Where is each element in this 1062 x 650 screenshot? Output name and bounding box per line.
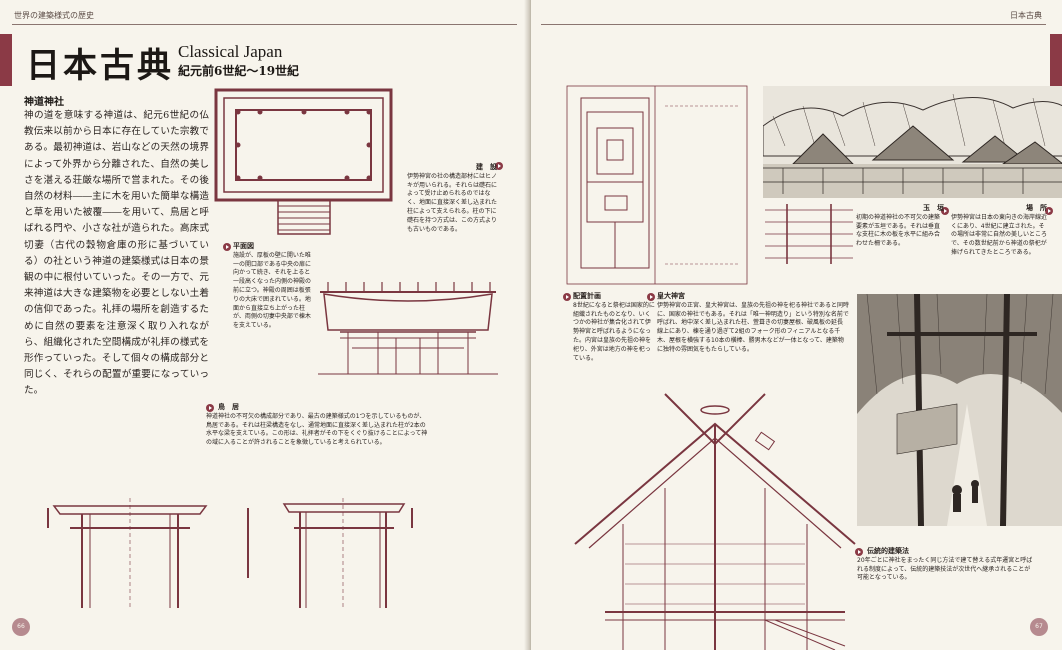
torii-path-illustration bbox=[857, 294, 1062, 526]
caption-floor-plan-title: 平面図 bbox=[233, 242, 254, 250]
pin-marker-icon bbox=[563, 293, 571, 301]
pin-marker-icon bbox=[206, 404, 214, 412]
caption-place-title: 場 所 bbox=[1026, 204, 1047, 212]
shrine-gable-drawing bbox=[574, 393, 856, 650]
caption-ise-text: 伊勢神宮の正宮、皇大神宮は、皇族の先祖の神を祀る神社であると同時に、国家の神社で… bbox=[657, 301, 849, 353]
pin-marker-icon bbox=[647, 293, 655, 301]
header-rule-right bbox=[541, 24, 1046, 25]
pin-marker-icon bbox=[941, 207, 949, 215]
caption-tamagaki: 玉 垣 初期の神道神社の不可欠の建築要素が玉垣である。それは垂直な支柱に木の板を… bbox=[856, 204, 944, 249]
floor-plan-drawing bbox=[214, 88, 393, 235]
pin-marker-icon bbox=[1045, 207, 1053, 215]
chapter-period: 紀元前6世紀〜19世紀 bbox=[178, 64, 300, 78]
chapter-tab-right bbox=[1050, 34, 1062, 86]
shrine-elevation-drawing bbox=[318, 282, 498, 375]
caption-place-text: 伊勢神宮は日本の東向きの海岸線近くにあり、4世紀に建立された。その場所は非常に自… bbox=[951, 213, 1048, 256]
caption-layout-text: 8世紀になると祭祀は国家的に組織されたものとなり、いくつかの神社が集合化されて伊… bbox=[573, 301, 655, 362]
running-head-left: 世界の建築様式の歴史 bbox=[14, 11, 94, 20]
caption-tradition-title: 伝統的建築法 bbox=[867, 547, 909, 555]
body-text: 神の道を意味する神道は、紀元6世紀の仏教伝来以前から日本に存在していた宗教である… bbox=[24, 110, 209, 397]
caption-place: 場 所 伊勢神宮は日本の東向きの海岸線近くにあり、4世紀に建立された。その場所は… bbox=[951, 204, 1047, 258]
caption-torii-title: 鳥 居 bbox=[218, 403, 239, 411]
pin-marker-icon bbox=[495, 162, 503, 170]
running-head-right: 日本古典 bbox=[1010, 11, 1042, 20]
tamagaki-fence-sketch bbox=[765, 204, 853, 264]
caption-floor-plan-text: 施設が、厚板の壁に開いた唯一の開口部である中央の扉に向かって続き、それを上ると一… bbox=[233, 251, 312, 330]
caption-layout-title: 配置計画 bbox=[573, 292, 601, 300]
caption-floor-plan: 平面図 施設が、厚板の壁に開いた唯一の開口部である中央の扉に向かって続き、それを… bbox=[233, 242, 313, 331]
caption-construction: 建 設 伊勢神宮の社の構造部材にはヒノキが用いられる。それらは礎石によって受け止… bbox=[407, 163, 497, 234]
page-number-left: 66 bbox=[12, 618, 30, 636]
caption-tradition: 伝統的建築法 20年ごとに神社をまったく同じ方法で建て替える式年遷宮と呼ばれる制… bbox=[857, 547, 1033, 583]
caption-layout: 配置計画 8世紀になると祭祀は国家的に組織されたものとなり、いくつかの神社が集合… bbox=[573, 292, 655, 363]
pin-marker-icon bbox=[223, 243, 231, 251]
torii-front-drawing bbox=[47, 498, 208, 608]
chapter-title-en: Classical Japan bbox=[178, 42, 283, 61]
pin-marker-icon bbox=[855, 548, 863, 556]
caption-torii: 鳥 居 神道神社の不可欠の構成部分であり、最古の建築様式の1つを示しているものが… bbox=[206, 403, 428, 448]
caption-torii-text: 神道神社の不可欠の構成部分であり、最古の建築様式の1つを示しているものが、鳥居で… bbox=[206, 412, 428, 447]
page-number-right: 67 bbox=[1030, 618, 1048, 636]
caption-construction-title: 建 設 bbox=[476, 163, 497, 171]
caption-ise-title: 皇大神宮 bbox=[657, 292, 685, 300]
shrine-forest-illustration bbox=[763, 86, 1062, 198]
caption-tamagaki-text: 初期の神道神社の不可欠の建築要素が玉垣である。それは垂直な支柱に木の板を水平に組… bbox=[856, 213, 941, 248]
chapter-title-jp: 日本古典 bbox=[26, 46, 174, 86]
caption-ise-grand-shrine: 皇大神宮 伊勢神宮の正宮、皇大神宮は、皇族の先祖の神を祀る神社であると同時に、国… bbox=[657, 292, 849, 355]
left-page: 世界の建築様式の歴史 日本古典 Classical Japan 紀元前6世紀〜1… bbox=[0, 0, 528, 650]
right-page: 日本古典 bbox=[531, 0, 1062, 650]
caption-construction-text: 伊勢神宮の社の構造部材にはヒノキが用いられる。それらは礎石によって受け止められる… bbox=[407, 172, 498, 233]
torii-side-drawing bbox=[247, 498, 413, 608]
site-layout-plan bbox=[566, 85, 748, 285]
section-title: 神道神社 bbox=[24, 97, 64, 108]
caption-tamagaki-title: 玉 垣 bbox=[923, 204, 944, 212]
caption-tradition-text: 20年ごとに神社をまったく同じ方法で建て替える式年遷宮と呼ばれる制度によって、伝… bbox=[857, 556, 1033, 582]
chapter-tab-left bbox=[0, 34, 12, 86]
header-rule-left bbox=[12, 24, 517, 25]
